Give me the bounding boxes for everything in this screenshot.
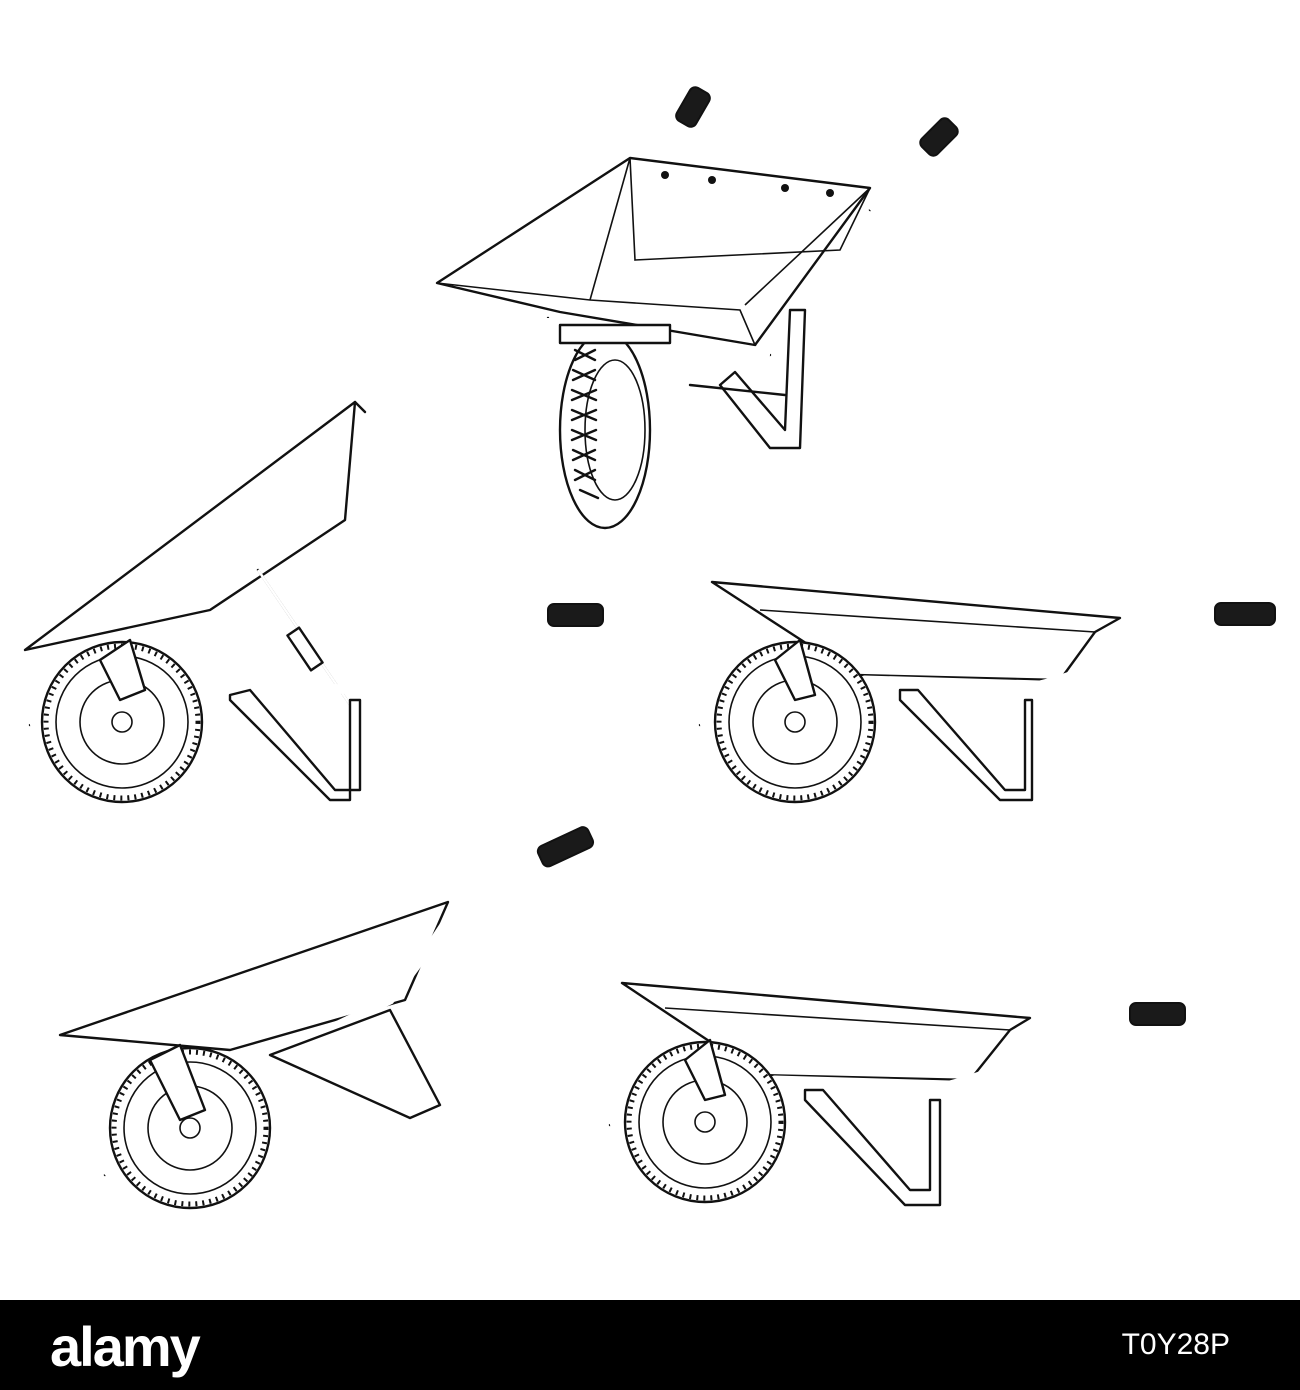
wheelbarrow-raised-handles-view (58, 826, 595, 1210)
wheelbarrow-side-view-right (698, 580, 1276, 804)
wheelbarrow-side-view-bottom (608, 981, 1186, 1207)
stock-image-id: T0Y28P (1121, 1328, 1230, 1361)
wheelbarrow-front-view (435, 86, 959, 530)
stock-footer-bar: alamy T0Y28P (0, 1300, 1300, 1390)
wheelbarrow-tipped-view (23, 400, 604, 804)
illustration-canvas (23, 86, 1276, 1210)
wheelbarrow-illustrations (23, 86, 1276, 1210)
alamy-logo: alamy (50, 1315, 201, 1378)
